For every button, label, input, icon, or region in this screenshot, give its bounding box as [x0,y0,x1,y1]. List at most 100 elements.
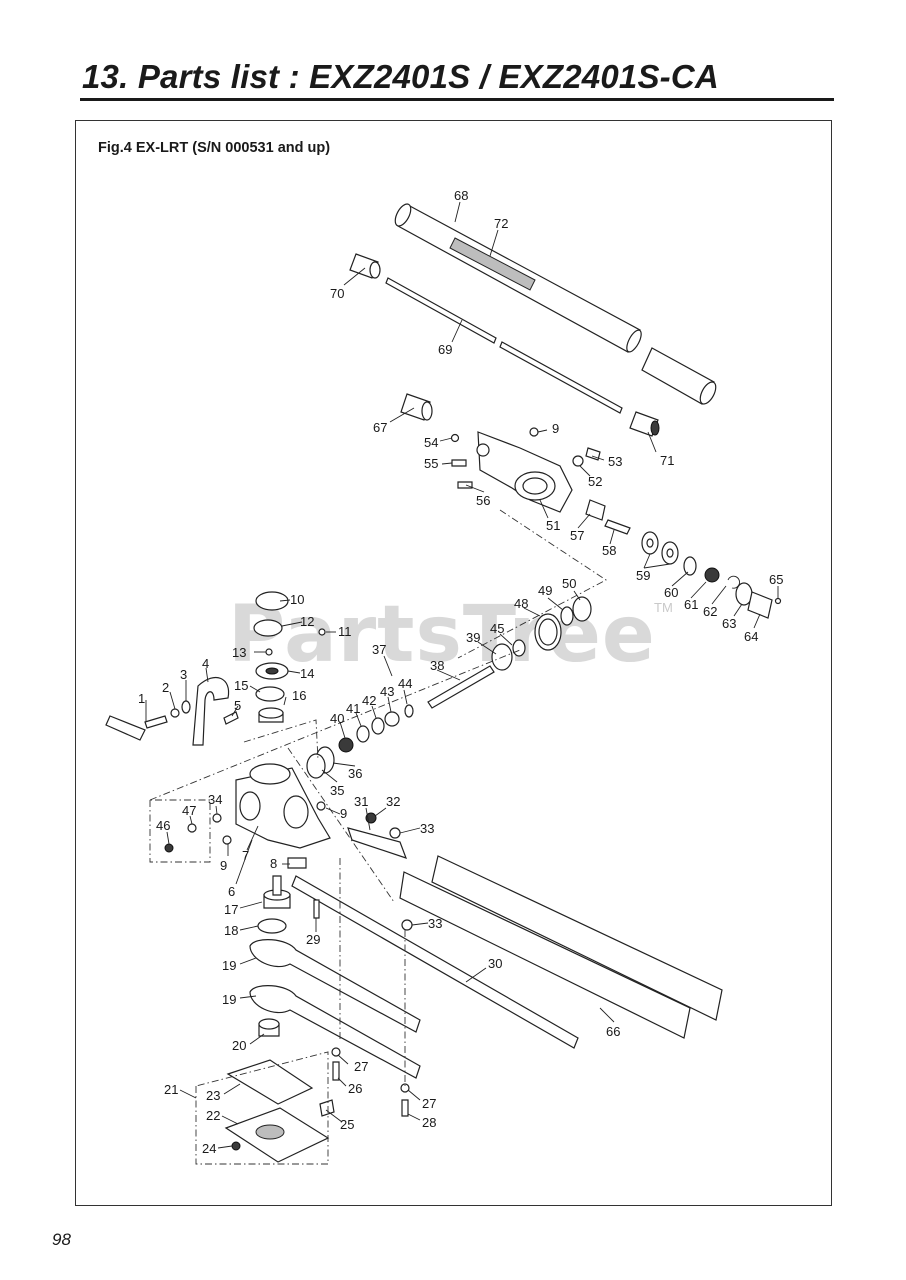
callout-62: 62 [703,604,717,619]
callout-31: 31 [354,794,368,809]
callout-9-lower: 9 [220,858,227,873]
callout-55: 55 [424,456,438,471]
page-title: 13. Parts list : EXZ2401S / EXZ2401S-CA [82,58,719,95]
callout-3: 3 [180,667,187,682]
figure-caption: Fig.4 EX-LRT (S/N 000531 and up) [98,140,331,156]
bracket-parts [347,812,413,931]
callout-25: 25 [340,1117,354,1132]
callout-72: 72 [494,216,508,231]
callout-labels: 68 72 70 69 67 71 9 54 55 53 52 56 51 57… [138,188,783,1156]
callout-68: 68 [454,188,468,203]
callout-39: 39 [466,630,480,645]
callout-6: 6 [228,884,235,899]
callout-47: 47 [182,803,196,818]
gear-parts [253,591,326,723]
callout-45: 45 [490,621,504,636]
callout-35: 35 [330,783,344,798]
callout-46: 46 [156,818,170,833]
callout-22: 22 [206,1108,220,1123]
callout-26: 26 [348,1081,362,1096]
callout-20: 20 [232,1038,246,1053]
callout-28: 28 [422,1115,436,1130]
bolt-parts [313,899,410,1117]
callout-24: 24 [202,1141,216,1156]
callout-44: 44 [398,676,412,691]
upper-gear-case-part [450,427,631,535]
callout-33-lower: 33 [428,916,442,931]
callout-56: 56 [476,493,490,508]
callout-9-middle: 9 [340,806,347,821]
callout-1: 1 [138,691,145,706]
callout-27-upper: 27 [354,1059,368,1074]
cover-plate-parts [224,1018,335,1163]
assembly-lines [149,509,607,1165]
callout-18: 18 [224,923,238,938]
drive-shaft-part [385,277,623,414]
callout-67: 67 [373,420,387,435]
leader-lines [145,201,779,1149]
callout-34: 34 [208,792,222,807]
blade-bar-part [291,875,579,1049]
callout-16: 16 [292,688,306,703]
callout-63: 63 [722,616,736,631]
callout-30: 30 [488,956,502,971]
bearing-parts [641,531,782,619]
callout-41: 41 [346,701,360,716]
callout-2: 2 [162,680,169,695]
title-rule [80,98,834,101]
callout-57: 57 [570,528,584,543]
callout-17: 17 [224,902,238,917]
callout-36: 36 [348,766,362,781]
crank-parts [257,875,291,934]
lower-gear-case-part [164,763,331,869]
callout-19-upper: 19 [222,958,236,973]
callout-15: 15 [234,678,248,693]
callout-64: 64 [744,629,758,644]
callout-54: 54 [424,435,438,450]
callout-58: 58 [602,543,616,558]
blade-guard-part [399,855,723,1039]
shaft-tube-part [394,203,717,405]
page-number: 98 [52,1230,71,1249]
callout-37: 37 [372,642,386,657]
callout-69: 69 [438,342,452,357]
callout-19-lower: 19 [222,992,236,1007]
callout-8: 8 [270,856,277,871]
callout-10: 10 [290,592,304,607]
callout-40: 40 [330,711,344,726]
callout-7: 7 [242,848,249,863]
callout-65: 65 [769,572,783,587]
callout-9-upper: 9 [552,421,559,436]
callout-27-lower: 27 [422,1096,436,1111]
callout-29: 29 [306,932,320,947]
callout-53: 53 [608,454,622,469]
callout-71: 71 [660,453,674,468]
callout-61: 61 [684,597,698,612]
callout-32: 32 [386,794,400,809]
callout-48: 48 [514,596,528,611]
callout-14: 14 [300,666,314,681]
cutter-blade-parts [249,939,421,1079]
callout-43: 43 [380,684,394,699]
callout-33-upper: 33 [420,821,434,836]
callout-13: 13 [232,645,246,660]
bushing-parts [349,253,660,437]
callout-4: 4 [202,656,209,671]
callout-38: 38 [430,658,444,673]
callout-60: 60 [664,585,678,600]
lever-parts [105,676,239,746]
figure-frame [75,120,832,1206]
callout-50: 50 [562,576,576,591]
callout-23: 23 [206,1088,220,1103]
callout-52: 52 [588,474,602,489]
callout-12: 12 [300,614,314,629]
pinion-shaft-parts [306,596,592,779]
callout-70: 70 [330,286,344,301]
callout-66: 66 [606,1024,620,1039]
callout-11: 11 [338,624,352,639]
callout-49: 49 [538,583,552,598]
callout-42: 42 [362,693,376,708]
callout-5: 5 [234,698,241,713]
callout-51: 51 [546,518,560,533]
